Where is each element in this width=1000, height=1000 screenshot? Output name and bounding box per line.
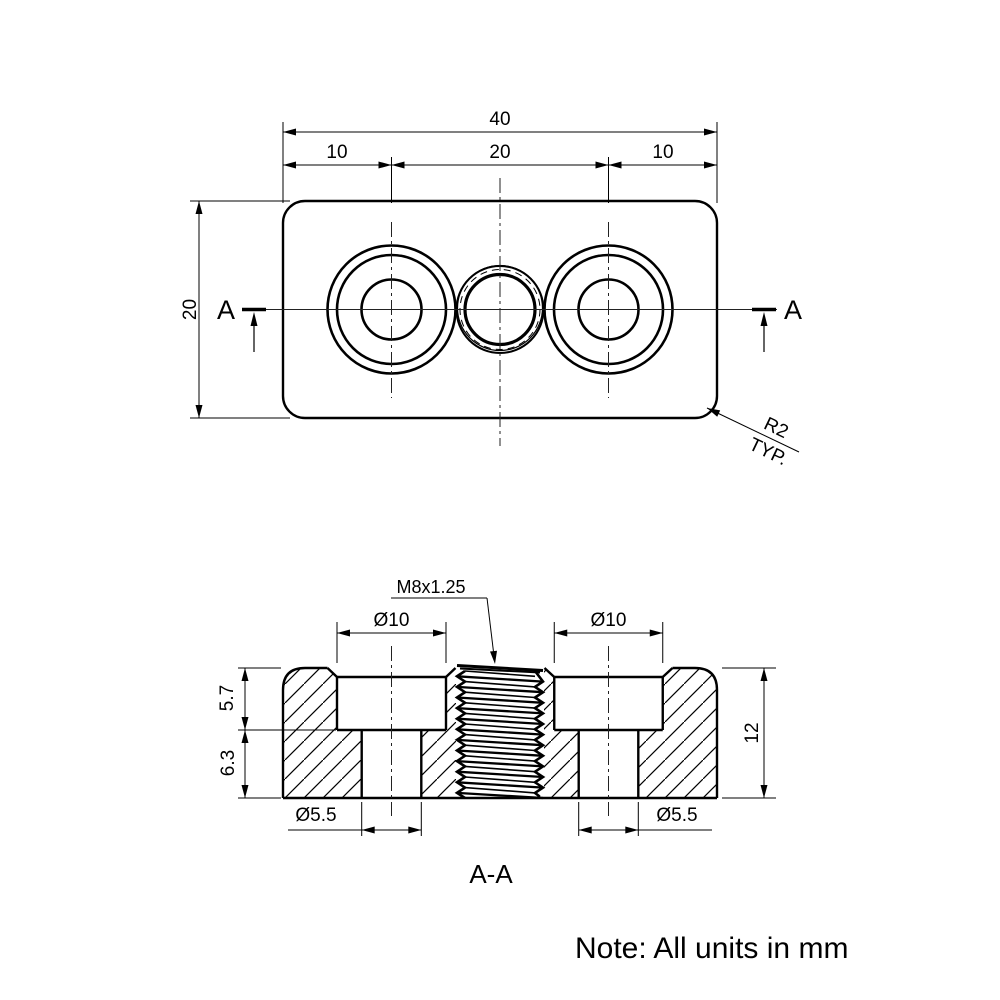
cut-arrow-right: [760, 312, 768, 326]
cbore-depth: 5.7: [217, 685, 238, 711]
section-outline: [281, 666, 719, 800]
dim-right-offset: 10: [652, 142, 673, 163]
dim-center-span: 20: [489, 142, 510, 163]
cut-arrow-left: [250, 312, 258, 326]
radius-callout: R2 TYP.: [706, 407, 800, 470]
section-dimensions: Ø10 Ø10 M8x1.25 5.7 6.3: [217, 577, 776, 836]
dim-overall-width: 40: [489, 109, 510, 130]
hole-dia-right: Ø5.5: [656, 805, 697, 826]
cbore-dia-right: Ø10: [591, 610, 627, 631]
thread-callout-text: M8x1.25: [396, 577, 465, 597]
thread-section: [454, 664, 546, 800]
top-view: A A 40: [180, 109, 802, 470]
cbore-dia-left: Ø10: [374, 610, 410, 631]
cut-label-right: A: [784, 295, 802, 325]
overall-height: 12: [742, 722, 763, 743]
section-centerlines: [391, 646, 609, 816]
thread-callout: M8x1.25: [391, 577, 497, 664]
top-dimensions: 40 10 20 10 20 R2 TYP.: [180, 109, 800, 470]
section-title: A-A: [469, 859, 513, 889]
cut-label-left: A: [217, 295, 235, 325]
top-centerlines: [243, 178, 777, 446]
units-note: Note: All units in mm: [575, 932, 848, 965]
hole-dia-left: Ø5.5: [295, 805, 336, 826]
section-cut-markers: A A: [217, 295, 802, 352]
dim-height: 20: [180, 299, 201, 320]
drill-depth: 6.3: [218, 750, 239, 776]
section-view: Ø10 Ø10 M8x1.25 5.7 6.3: [217, 577, 776, 889]
dim-left-offset: 10: [326, 142, 347, 163]
